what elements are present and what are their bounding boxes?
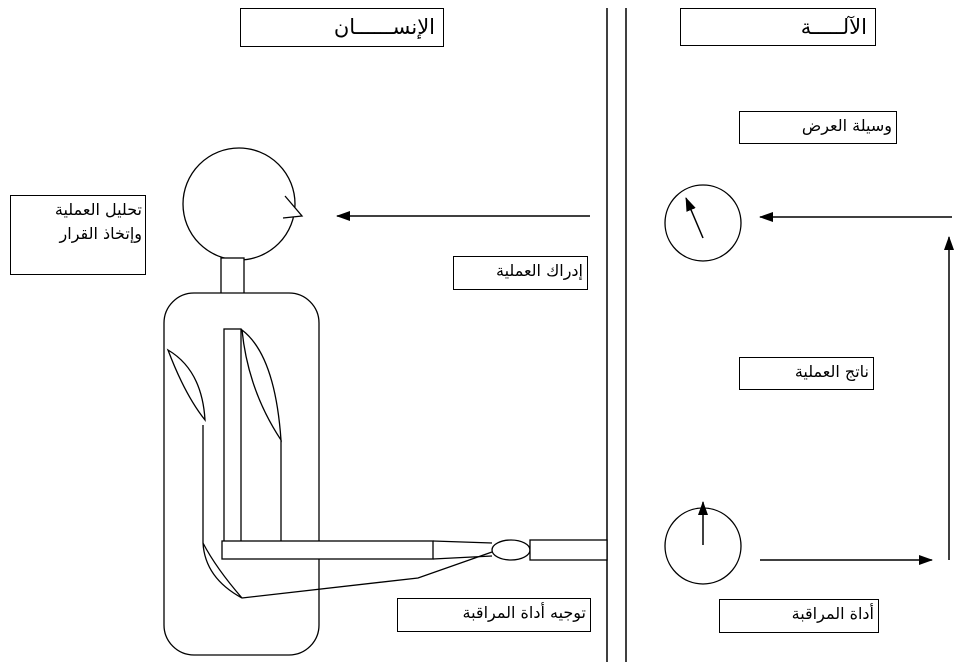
machine-section-title: الآلـــــة xyxy=(680,8,876,46)
display-gauge xyxy=(664,184,742,262)
perception-label: إدراك العملية xyxy=(453,256,588,290)
control-direction-label: توجيه أداة المراقبة xyxy=(397,598,591,632)
control-lever xyxy=(529,539,608,561)
analysis-decision-label: تحليل العملية وإتخاذ القرار xyxy=(10,195,146,275)
human-section-title: الإنســــــان xyxy=(240,8,444,47)
control-device-label: أداة المراقبة xyxy=(719,599,879,633)
human-front-arm xyxy=(223,328,242,543)
human-front-shoulder xyxy=(241,328,282,443)
human-figure xyxy=(163,147,608,656)
human-nose xyxy=(282,195,304,219)
human-wrist xyxy=(432,540,493,560)
analysis-label-line1: تحليل العملية xyxy=(54,200,142,219)
human-back-forearm xyxy=(241,551,493,599)
process-output-label: ناتج العملية xyxy=(739,357,874,390)
human-neck xyxy=(220,257,245,295)
human-front-forearm xyxy=(221,540,434,560)
human-head xyxy=(182,147,296,261)
analysis-label-line2: وإتخاذ القرار xyxy=(59,224,142,243)
human-back-shoulder xyxy=(166,348,206,423)
display-device-label: وسيلة العرض xyxy=(739,111,897,144)
control-gauge xyxy=(664,501,742,585)
human-hand xyxy=(491,539,531,561)
